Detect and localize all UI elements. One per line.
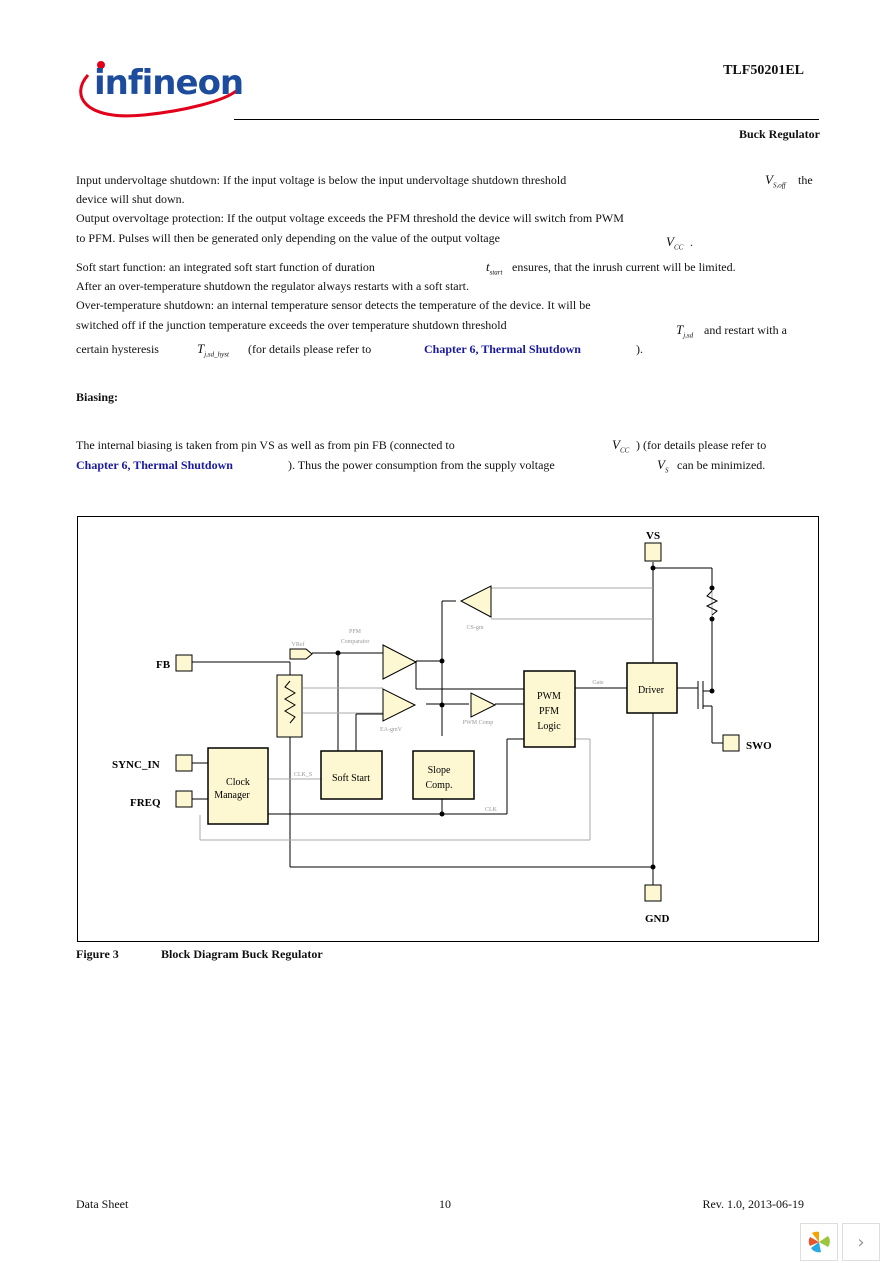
pin-swo-label: SWO: [746, 740, 772, 752]
para-biasing-end2: can be minimized.: [677, 458, 766, 472]
logo-swoosh-icon: [79, 61, 237, 118]
viewer-logo-button[interactable]: [800, 1223, 838, 1261]
para-softstart-end: ensures, that the inrush current will be…: [512, 260, 736, 274]
pfm-comparator-label-2: Comparator: [341, 639, 370, 645]
clk-s-label: CLK_S: [294, 772, 312, 778]
para-overvoltage-line1: Output overvoltage protection: If the ou…: [76, 211, 624, 225]
pwm-logic-label-2: PFM: [539, 706, 559, 717]
para-undervoltage-line1: Input undervoltage shutdown: If the inpu…: [76, 173, 567, 187]
symbol-tjsd-hyst: Tj,sd_hyst: [197, 341, 229, 359]
link-thermal-shutdown-1[interactable]: Chapter 6, Thermal Shutdown: [424, 342, 581, 356]
pfm-comparator-icon: [382, 644, 418, 680]
block-diagram-svg: VS FB SYNC_IN FREQ SWO GND Clock Manager…: [112, 530, 772, 925]
pin-sync-in-label: SYNC_IN: [112, 759, 160, 771]
link-thermal-shutdown-2[interactable]: Chapter 6, Thermal Shutdown: [76, 458, 233, 472]
next-page-button[interactable]: ›: [842, 1223, 880, 1261]
para-overtemp-line3: certain hysteresis: [76, 342, 159, 356]
driver-label: Driver: [638, 685, 665, 696]
pin-gnd-label: GND: [645, 913, 670, 925]
symbol-vcc: VCC: [666, 234, 684, 252]
para-overtemp-end2: ).: [636, 342, 643, 356]
current-sense-amp-icon: [459, 585, 492, 618]
symbol-tjsd: Tj,sd: [676, 322, 694, 340]
pin-vs-label: VS: [646, 530, 660, 542]
block-diagram-figure: VS FB SYNC_IN FREQ SWO GND Clock Manager…: [77, 516, 819, 942]
figure-caption-label: Figure 3: [76, 947, 119, 961]
gate-label: Gate: [592, 680, 604, 686]
pwm-comparator-icon: [470, 692, 497, 718]
ea-gm-label: EA-gmV: [380, 727, 403, 733]
footer-doc-type: Data Sheet: [76, 1197, 129, 1211]
clock-manager-label-2: Manager: [214, 790, 250, 801]
infineon-logo: infineon: [74, 55, 244, 121]
biasing-heading: Biasing:: [76, 390, 119, 404]
pfm-comparator-label-1: PFM: [349, 629, 362, 635]
error-amplifier-icon: [382, 688, 417, 722]
pwm-logic-label-3: Logic: [537, 721, 561, 732]
para-overvoltage-end: .: [690, 235, 693, 249]
soft-start-label: Soft Start: [332, 773, 370, 784]
document-id: TLF50201EL: [723, 63, 804, 78]
para-biasing-mid: ). Thus the power consumption from the s…: [288, 458, 555, 472]
pwm-logic-label-1: PWM: [537, 691, 561, 702]
symbol-vcc-bias: VCC: [612, 437, 630, 455]
clock-manager-label-1: Clock: [226, 777, 250, 788]
slope-comp-label-2: Comp.: [426, 780, 453, 791]
footer-revision: Rev. 1.0, 2013-06-19: [702, 1197, 804, 1211]
pwm-comp-label: PWM Comp: [463, 720, 494, 726]
para-overtemp-mid: (for details please refer to: [248, 342, 372, 356]
para-biasing-line1: The internal biasing is taken from pin V…: [76, 438, 455, 452]
para-undervoltage-line2: device will shut down.: [76, 192, 185, 206]
footer-page-number: 10: [439, 1197, 451, 1211]
header-rule: [234, 119, 819, 120]
symbol-vs-off: VS,off: [765, 172, 786, 190]
pin-fb-label: FB: [156, 659, 171, 671]
para-overvoltage-line2: to PFM. Pulses will then be generated on…: [76, 231, 500, 245]
section-title: Buck Regulator: [739, 127, 820, 141]
para-undervoltage-end: the: [798, 173, 813, 187]
slope-comp-label-1: Slope: [428, 765, 451, 776]
para-softstart-line2: After an over-temperature shutdown the r…: [76, 279, 469, 293]
para-overtemp-line2: switched off if the junction temperature…: [76, 318, 507, 332]
pin-freq-label: FREQ: [130, 797, 161, 809]
clk-label: CLK: [485, 807, 498, 813]
figure-caption-title: Block Diagram Buck Regulator: [161, 947, 323, 961]
para-overtemp-line1: Over-temperature shutdown: an internal t…: [76, 298, 591, 312]
chevron-right-icon: ›: [857, 1231, 865, 1253]
symbol-vs: VS: [657, 457, 669, 475]
para-overtemp-end1: and restart with a: [704, 323, 787, 337]
para-softstart-line1: Soft start function: an integrated soft …: [76, 260, 375, 274]
pinwheel-icon: [808, 1231, 830, 1253]
cs-gm-label: CS-gm: [466, 625, 483, 631]
para-biasing-end1: ) (for details please refer to: [636, 438, 767, 452]
vref-label: VRef: [292, 641, 305, 648]
logo-text: infineon: [94, 63, 244, 103]
symbol-tstart: tstart: [486, 259, 503, 277]
